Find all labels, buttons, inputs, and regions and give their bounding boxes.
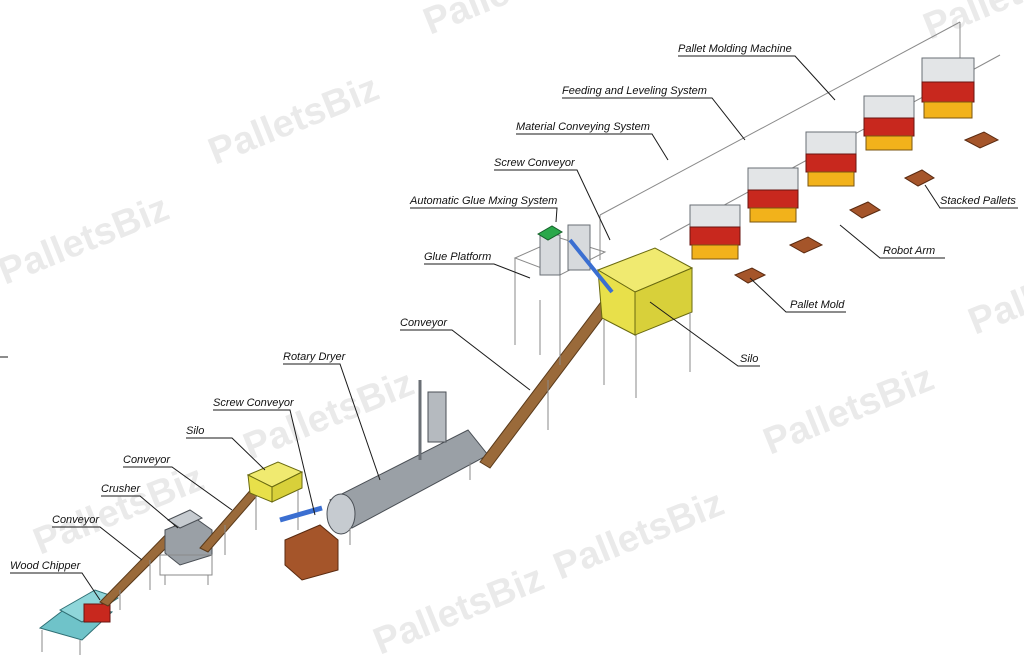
watermark-3: PalletsBiz (0, 187, 175, 293)
label-wood-chipper: Wood Chipper (10, 560, 82, 572)
rotary-dryer-drum (326, 380, 489, 545)
silo-right-hopper (596, 247, 694, 398)
label-material-conveying-system: Material Conveying System (516, 121, 650, 133)
label-stacked-pallets: Stacked Pallets (940, 195, 1016, 207)
watermark-4: PalletsBiz (238, 362, 420, 468)
label-robot-arm: Robot Arm (883, 245, 935, 257)
silo-left-hopper (246, 461, 304, 530)
crusher-machine (159, 509, 213, 585)
label-silo-left: Silo (186, 425, 204, 437)
label-feeding-leveling-system: Feeding and Leveling System (562, 85, 707, 97)
label-conveyor-mid: Conveyor (400, 317, 448, 329)
watermark-8: PalletsBiz (368, 557, 550, 659)
conveyor-upper-left-belt (199, 485, 263, 555)
dryer-feed-block (284, 524, 339, 581)
stacked-pallets-group (733, 131, 1000, 284)
watermark-7: PalletsBiz (758, 357, 940, 463)
label-automatic-glue-mixing-system: Automatic Glue Mxing System (409, 195, 557, 207)
label-pallet-mold: Pallet Mold (790, 299, 845, 311)
labels: Pallet Molding Machine Feeding and Level… (10, 43, 1016, 572)
glue-platform-structure (513, 224, 607, 365)
molding-press-5 (921, 57, 975, 119)
watermark-1: PalletsBiz (418, 0, 600, 43)
molding-press-4 (863, 95, 915, 151)
watermark-10: PalletsBiz (918, 0, 1024, 48)
molding-press-3 (805, 131, 857, 187)
screw-conveyor-top-pipe (568, 238, 614, 294)
label-rotary-dryer: Rotary Dryer (283, 351, 347, 363)
label-screw-conveyor-left: Screw Conveyor (213, 397, 295, 409)
label-conveyor-lower-left: Conveyor (52, 514, 100, 526)
watermark-6: PalletsBiz (548, 482, 730, 588)
conveyor-mid-belt (479, 289, 621, 469)
label-screw-conveyor-top: Screw Conveyor (494, 157, 576, 169)
label-pallet-molding-machine: Pallet Molding Machine (678, 43, 792, 55)
leader-lines (0, 55, 1018, 601)
screw-conveyor-left-pipe (279, 505, 323, 523)
molding-press-2 (747, 167, 799, 223)
molding-press-1 (689, 204, 741, 260)
watermark-9: PalletsBiz (963, 237, 1024, 343)
label-conveyor-upper-left: Conveyor (123, 454, 171, 466)
label-crusher: Crusher (101, 483, 141, 495)
label-glue-platform: Glue Platform (424, 251, 491, 263)
watermark-2: PalletsBiz (203, 67, 385, 173)
label-silo-right: Silo (740, 353, 758, 365)
